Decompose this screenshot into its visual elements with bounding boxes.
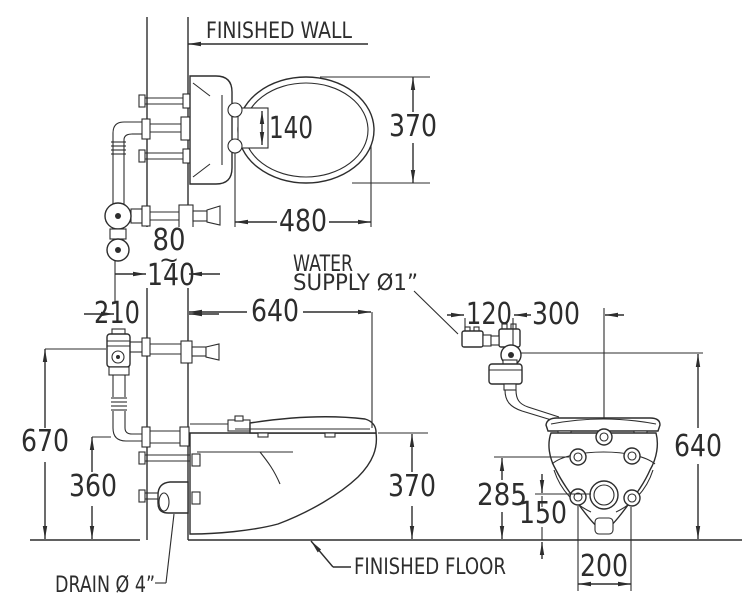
flush-pipe-front — [504, 389, 559, 423]
flush-valve-side — [106, 328, 220, 448]
dim-spud-to-centerline: 300 — [532, 297, 580, 332]
water-supply-label-line2: SUPPLY Ø1” — [293, 271, 418, 296]
dim-bolt-spacing: 200 — [580, 549, 628, 584]
dim-inlet-height: 360 — [69, 469, 117, 504]
flush-valve-front — [461, 323, 560, 423]
dim-depth-from-wall: 640 — [251, 294, 299, 329]
hinge-bolt — [227, 102, 243, 118]
hinge-bracket — [237, 107, 269, 149]
dim-hinge-spacing: 140 — [269, 111, 313, 146]
bolt-hole — [569, 488, 587, 506]
seat-lid-side — [249, 416, 377, 434]
dim-outlet-height: 150 — [519, 496, 567, 531]
dim-wall-min: 80 — [153, 223, 186, 258]
drain-label: DRAIN Ø 4” — [55, 573, 155, 598]
toilet-side — [189, 415, 378, 535]
dim-bolt-height: 285 — [477, 478, 527, 513]
bolt-hole — [623, 489, 641, 507]
trap-outlet — [594, 517, 614, 535]
drawing-text: FINISHED WALL 140 370 480 80 ~ 140 210 6… — [21, 19, 722, 598]
bolt-hole — [623, 447, 641, 465]
dim-flush-valve-height: 670 — [21, 424, 69, 459]
drain-leader — [155, 513, 175, 584]
finished-wall-label: FINISHED WALL — [206, 19, 353, 44]
vacuum-breaker — [488, 363, 523, 385]
finished-floor-label: FINISHED FLOOR — [354, 555, 506, 580]
dim-supply-to-wall: 210 — [94, 296, 140, 331]
dim-supply-to-spud: 120 — [466, 297, 512, 332]
dim-seat-length: 480 — [279, 204, 327, 239]
finished-floor-leader — [310, 540, 351, 568]
flush-valve-plan — [104, 202, 221, 262]
hinge-bolt — [227, 138, 243, 154]
water-supply-leader — [413, 290, 459, 335]
dim-wall-max: 140 — [147, 258, 195, 293]
bolt-hole — [569, 448, 587, 466]
dim-rim-height: 370 — [388, 469, 436, 504]
dim-valve-height-front: 640 — [674, 429, 722, 464]
water-supply-label-line1: WATER — [293, 252, 353, 277]
dim-wall-tilde: ~ — [159, 246, 179, 274]
front-view — [461, 308, 661, 535]
dim-seat-width-plan: 370 — [389, 109, 437, 144]
mounting-bolt-side — [138, 451, 190, 503]
drain-pipe — [157, 481, 189, 514]
bowl-front — [548, 428, 659, 535]
flush-actuator — [180, 340, 193, 364]
side-view — [106, 328, 378, 535]
plan-view — [104, 75, 375, 262]
spud-hole — [595, 428, 613, 446]
dimension-lines — [42, 41, 703, 591]
